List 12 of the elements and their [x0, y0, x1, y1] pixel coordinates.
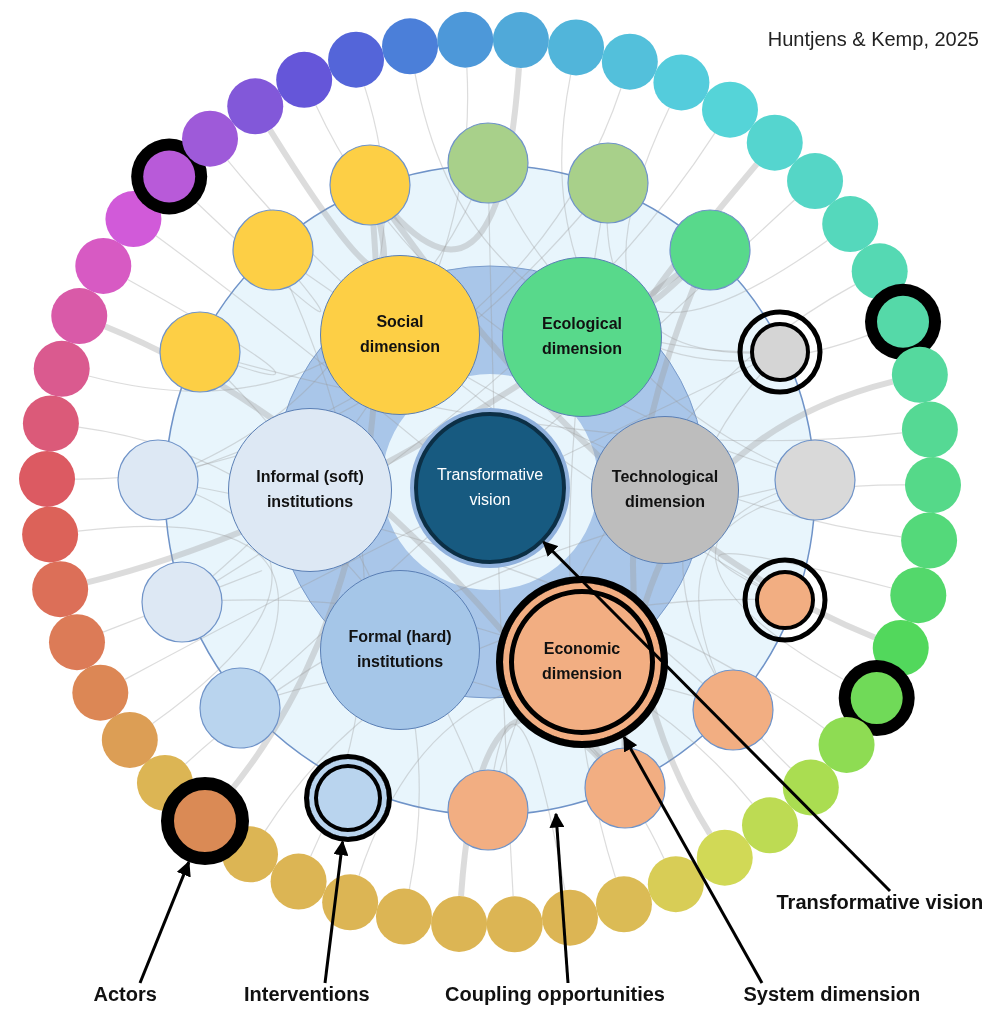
leader-line — [138, 860, 191, 984]
callout-label: Coupling opportunities — [445, 983, 665, 1011]
intervention-circle — [304, 754, 392, 842]
callout-label: Transformative vision — [776, 891, 984, 919]
callout-label: Interventions — [244, 983, 370, 1011]
leader-line — [622, 735, 764, 984]
leader-line — [323, 840, 349, 984]
credit-text: Huntjens & Kemp, 2025 — [767, 28, 979, 51]
callout-label: System dimension — [743, 983, 921, 1011]
leader-line — [549, 812, 570, 984]
leader-line — [542, 540, 892, 893]
callout-label: Actors — [93, 983, 157, 1011]
